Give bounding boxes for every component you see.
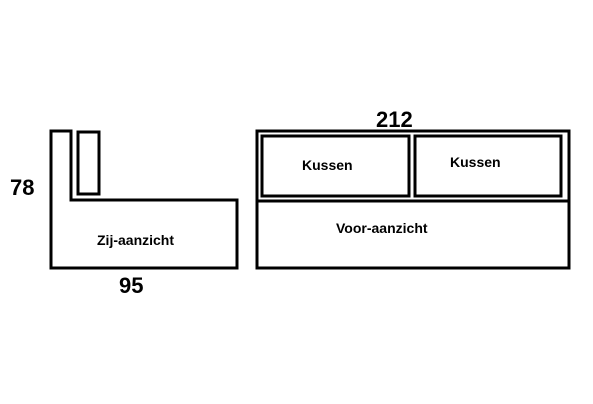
side-view-caption: Zij-aanzicht (97, 232, 174, 248)
side-view-depth-label: 95 (119, 273, 143, 298)
front-view-cushion-right (413, 134, 563, 198)
side-view-height-label: 78 (10, 175, 34, 200)
front-view-cushion-right-label: Kussen (450, 154, 501, 170)
front-view-cushion-left-label: Kussen (302, 157, 353, 173)
side-view-back-cushion (76, 130, 101, 196)
side-view: 78 95 Zij-aanzicht (10, 129, 239, 298)
front-view-caption: Voor-aanzicht (336, 220, 428, 236)
side-view-outline (49, 129, 239, 270)
front-view: Kussen Kussen 212 Voor-aanzicht (255, 107, 571, 270)
front-view-cushion-left (260, 134, 411, 198)
front-view-width-label: 212 (376, 107, 413, 132)
